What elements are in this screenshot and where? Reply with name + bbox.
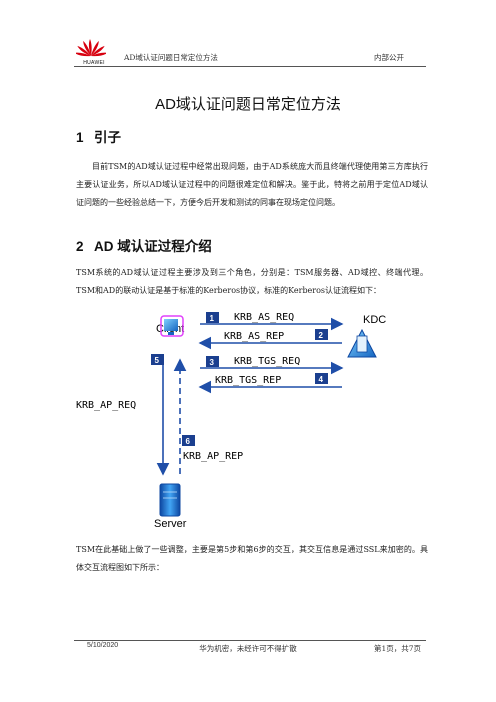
server-label: Server: [154, 518, 187, 530]
header-rule: [74, 66, 426, 67]
document-title: AD域认证问题日常定位方法: [155, 96, 341, 113]
footer-page-number: 第1页，共7页: [374, 644, 422, 653]
kerberos-flow-diagram: Client KDC Server 1 2 3 4 5: [76, 312, 386, 530]
msg-label-ap-rep: KRB_AP_REP: [183, 451, 243, 462]
kdc-label: KDC: [363, 314, 386, 326]
svg-text:2: 2: [319, 331, 324, 340]
client-icon: [160, 315, 184, 337]
logo-text: HUAWEI: [83, 60, 105, 66]
msg-label-as-req: KRB_AS_REQ: [234, 312, 294, 323]
msg-label-tgs-req: KRB_TGS_REQ: [234, 356, 300, 367]
step-badge-2: 2: [315, 329, 328, 340]
msg-label-as-rep: KRB_AS_REP: [224, 331, 284, 342]
footer-confidential: 华为机密，未经许可不得扩散: [199, 644, 297, 653]
svg-text:4: 4: [319, 375, 324, 384]
roles-paragraph: TSM系统的AD域认证过程主要涉及到三个角色，分别是：TSM服务器、AD域控、终…: [76, 268, 428, 295]
step-badge-3: 3: [206, 356, 219, 367]
section-title: AD 域认证过程介绍: [94, 239, 212, 254]
intro-paragraph: 目前TSM的AD域认证过程中经常出现问题，由于AD系统庞大而且终端代理使用第三方…: [76, 162, 428, 207]
step-badge-5: 5: [151, 354, 164, 365]
svg-text:6: 6: [186, 437, 191, 446]
svg-text:5: 5: [155, 356, 160, 365]
svg-text:3: 3: [210, 358, 215, 367]
msg-label-tgs-rep: KRB_TGS_REP: [215, 375, 281, 386]
section-1-heading: 1 引子: [76, 126, 121, 146]
kdc-icon: [347, 328, 377, 358]
header-classification: 内部公开: [374, 53, 404, 62]
msg-label-ap-req: KRB_AP_REQ: [76, 400, 136, 411]
step-badge-4: 4: [315, 373, 328, 384]
huawei-logo: [76, 39, 106, 57]
footer-date: 5/10/2020: [87, 642, 119, 649]
section-number: 2: [76, 239, 84, 254]
footer-rule: [74, 640, 426, 641]
svg-text:1: 1: [210, 314, 215, 323]
tsm-adjustment-paragraph: TSM在此基础上做了一些调整，主要是第5步和第6步的交互，其交互信息是通过SSL…: [76, 545, 428, 572]
header-doc-title: AD域认证问题日常定位方法: [124, 53, 218, 62]
section-number: 1: [76, 130, 84, 145]
step-badge-1: 1: [206, 312, 219, 323]
step-badge-6: 6: [182, 435, 195, 446]
section-2-heading: 2 AD 域认证过程介绍: [76, 235, 212, 255]
server-icon: [159, 483, 181, 517]
section-title: 引子: [94, 130, 121, 145]
